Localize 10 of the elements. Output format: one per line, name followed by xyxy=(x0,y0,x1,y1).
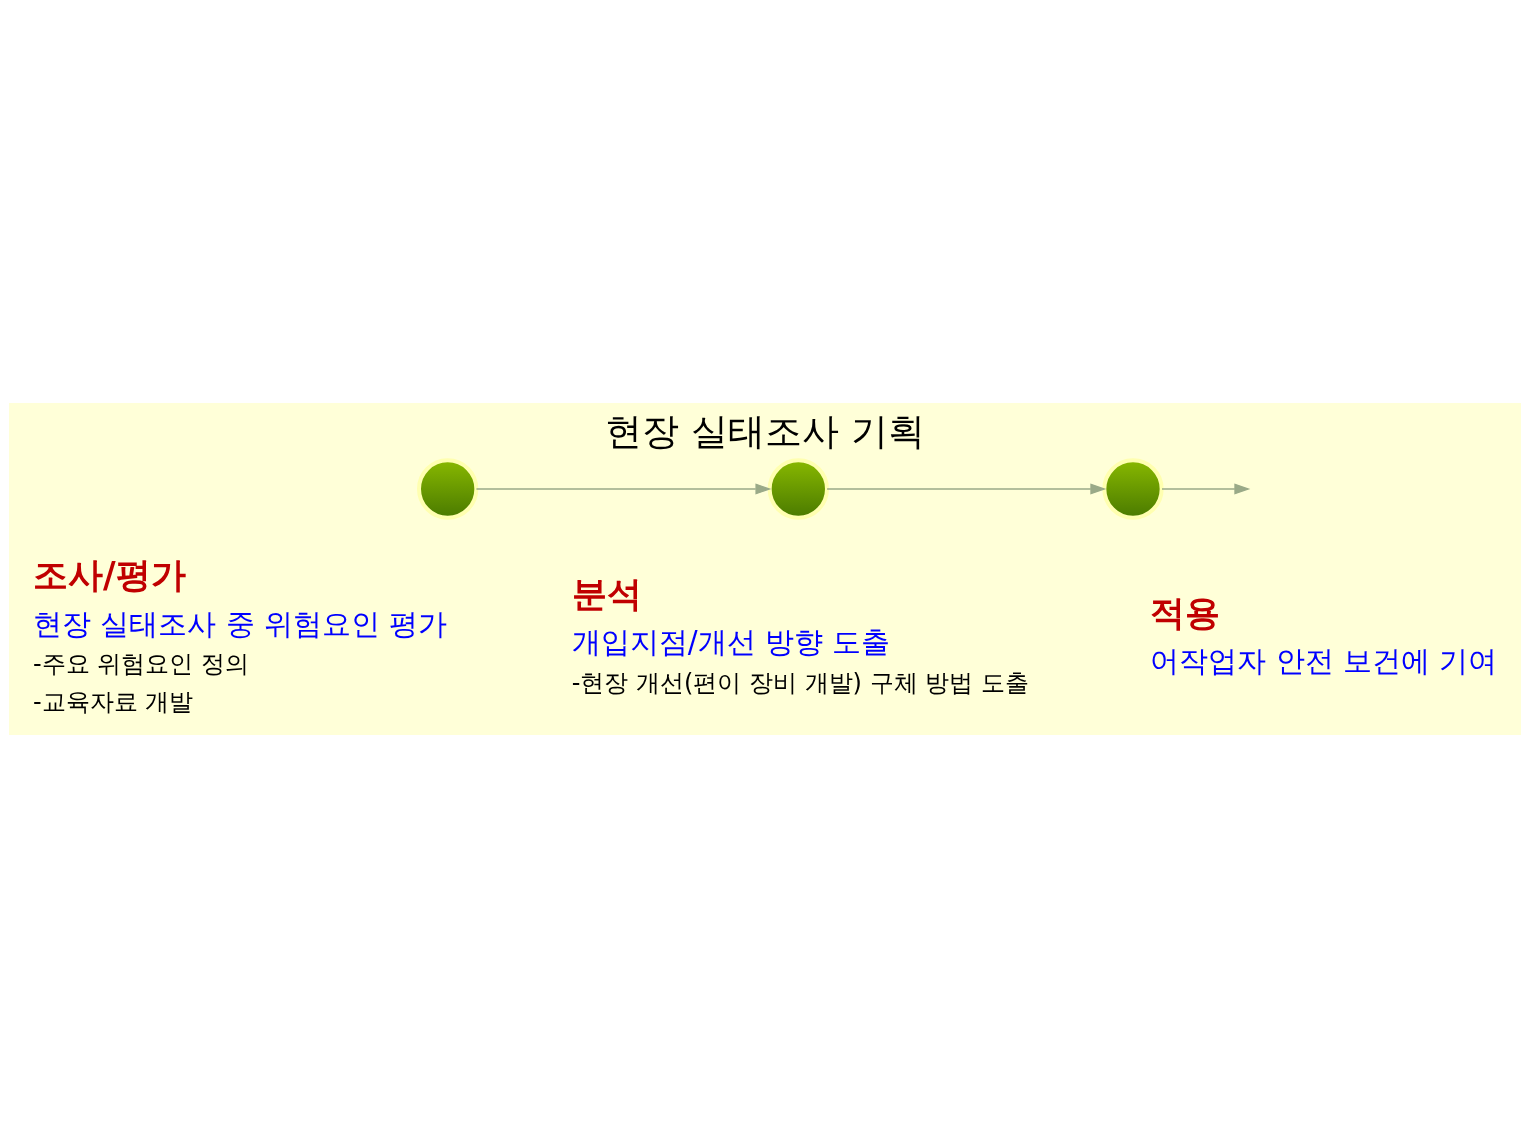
diagram-title: 현장 실태조사 기획 xyxy=(605,408,925,453)
arrow xyxy=(475,483,772,495)
node-circle xyxy=(1102,458,1164,520)
arrow xyxy=(1161,483,1251,495)
node-circle xyxy=(767,458,829,520)
node-text: 조사/평가 현장 실태조사 중 위험요인 평가 -주요 위험요인 정의 -교육자료 개발 xyxy=(33,555,448,716)
node-text: 분석 개입지점/개선 방향 도출 -현장 개선(편이 장비 개발) 구체 방법 도출 xyxy=(571,574,1029,697)
node-text: 적용 어작업자 안전 보건에 기여 xyxy=(1150,592,1498,679)
arrow xyxy=(826,483,1107,495)
node-circle xyxy=(417,458,479,520)
